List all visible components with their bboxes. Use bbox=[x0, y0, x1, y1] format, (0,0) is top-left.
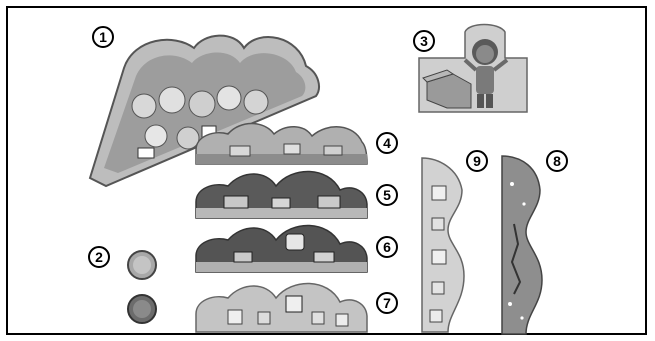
callout-7: 7 bbox=[376, 292, 398, 314]
piece-5-cloud-strip bbox=[195, 170, 368, 219]
piece-3-boy-with-box bbox=[418, 23, 528, 113]
callout-5: 5 bbox=[376, 184, 398, 206]
piece-4-cloud-strip bbox=[195, 122, 368, 165]
callout-6: 6 bbox=[376, 236, 398, 258]
callout-8: 8 bbox=[546, 150, 568, 172]
callout-9: 9 bbox=[466, 150, 488, 172]
piece-6-cloud-strip bbox=[195, 224, 368, 273]
callout-1: 1 bbox=[92, 26, 114, 48]
piece-2-round-pegs bbox=[127, 250, 157, 324]
diagram-frame: 1 3 4 5 6 bbox=[6, 6, 647, 335]
callout-2: 2 bbox=[88, 246, 110, 268]
callout-4: 4 bbox=[376, 132, 398, 154]
callout-3: 3 bbox=[413, 30, 435, 52]
piece-1-character-panel bbox=[88, 34, 320, 188]
piece-8-vertical-strip bbox=[501, 155, 543, 335]
piece-9-vertical-strip bbox=[421, 157, 465, 333]
piece-7-cloud-strip bbox=[195, 282, 368, 333]
